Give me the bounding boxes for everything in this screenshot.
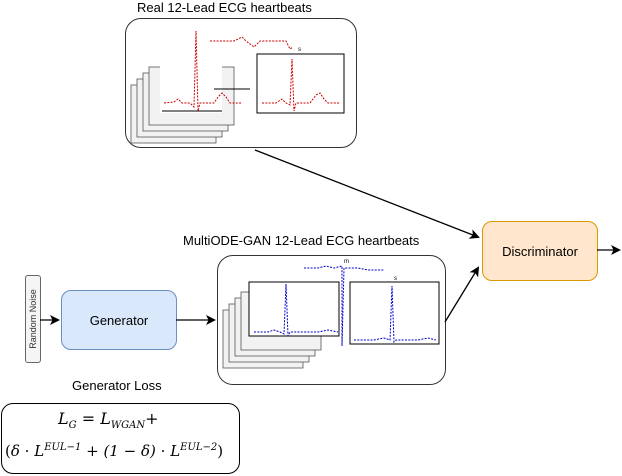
fake-heartbeats-group: m s [217,255,446,385]
loss-line-2: (δ · LEUL−1 + (1 − δ) · LEUL−2) [5,442,223,460]
loss-plus-1: + [145,409,159,428]
real-ecg-stack: s [130,30,345,144]
loss-eul2: L [170,442,181,460]
real-ecg-trace-right [262,58,340,112]
random-noise-node: Random Noise [25,275,41,363]
loss-wgan-sub: WGAN [110,420,146,432]
loss-lhs: L [58,409,69,428]
real-ecg-panel-left [160,51,222,113]
edge-real-to-discriminator [254,149,480,239]
fake-ecg-stack: m s [222,259,440,369]
loss-eul1-sup: EUL−1 [44,442,82,453]
real-group-title: Real 12-Lead ECG heartbeats [137,0,312,15]
generator-node: Generator [61,290,177,350]
svg-text:s: s [394,276,397,282]
real-heartbeats-group: s [125,18,357,148]
svg-text:s: s [298,47,301,53]
loss-open-paren: ( [5,442,11,460]
loss-eul1: L [34,442,45,460]
fake-group-title: MultiODE-GAN 12-Lead ECG heartbeats [183,233,420,248]
generator-loss-box: LG = LWGAN+ (δ · LEUL−1 + (1 − δ) · LEUL… [1,403,240,474]
loss-close-paren: ) [217,442,224,460]
fake-ecg-trace-left [254,283,339,337]
loss-equals: = [81,409,96,428]
loss-line-1: LG = LWGAN+ [58,409,159,431]
loss-dot-2: · [160,442,166,460]
fake-ecg-trace-mid [304,265,384,347]
discriminator-label: Discriminator [502,243,578,259]
fake-ecg-panel-left [248,281,340,337]
loss-plus-2: + [86,442,99,460]
discriminator-node: Discriminator [482,221,598,281]
fake-ecg-trace-right [354,285,437,344]
loss-lhs-sub: G [68,420,77,432]
loss-wgan: L [100,409,111,428]
generator-label: Generator [89,312,149,328]
generator-loss-title: Generator Loss [72,378,162,393]
svg-text:m: m [344,259,349,265]
fake-ecg-panel-right [349,281,440,345]
loss-one-minus-delta: (1 − δ) [103,442,156,460]
real-ecg-trace-top [210,36,294,50]
loss-dot-1: · [24,442,30,460]
real-ecg-trace-left [163,30,242,112]
loss-delta: δ [10,442,20,460]
edge-fake-to-discriminator [444,266,480,323]
loss-eul2-sup: EUL−2 [180,442,218,453]
